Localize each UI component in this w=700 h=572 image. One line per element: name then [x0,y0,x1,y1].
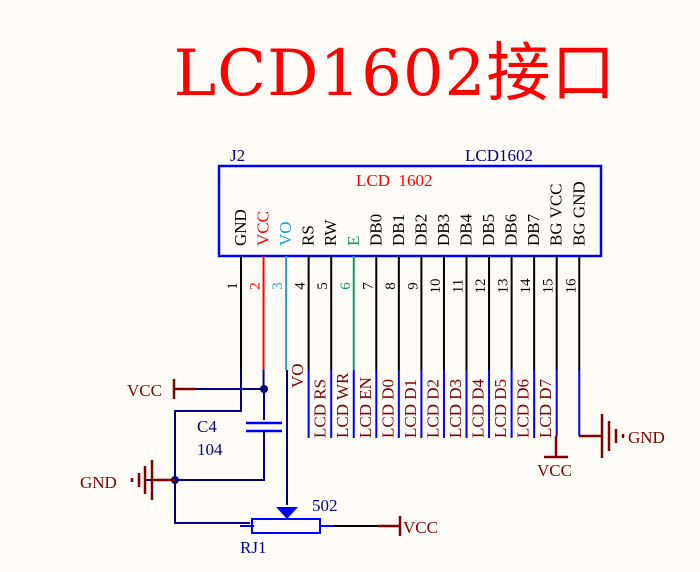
potentiometer-designator: RJ1 [240,538,266,557]
net-label: LCD D1 [401,379,420,438]
pin-number: 16 [563,278,579,294]
vcc-label-pot: VCC [403,518,438,537]
junction-dot [260,385,268,393]
pin-name: RW [321,219,340,246]
capacitor-c4 [246,421,282,444]
pin-number: 11 [451,279,467,293]
net-label: LCD D6 [514,379,533,438]
connector-designator: J2 [230,146,245,165]
pin-name: DB2 [411,214,430,246]
net-label: LCD D4 [469,378,488,438]
pin-name: GND [231,209,250,246]
pin-name: VCC [254,211,273,246]
schematic-title: LCD1602接口 [173,37,617,111]
potentiometer-rj1 [240,507,378,534]
connector-body [217,164,603,258]
pin-name: RS [299,225,318,246]
net-label: LCD D2 [423,379,442,438]
pin-name: BG VCC [547,183,566,246]
capacitor-designator: C4 [197,417,217,436]
pin-name: DB7 [524,213,543,246]
net-label: VO [288,363,307,388]
pin-number: 10 [428,279,444,294]
pin-number: 15 [541,279,557,294]
pin-number: 1 [225,282,241,290]
pin-number: 12 [473,279,489,294]
gnd-symbol-left-icon [130,460,175,500]
vcc-power-port-pot [378,516,402,536]
gnd-label-left: GND [80,473,117,492]
pin-name: DB4 [457,213,476,246]
vcc-label-left: VCC [127,381,162,400]
net-label: LCD WR [333,372,352,438]
pin-number: 3 [270,282,286,290]
pin-name: E [344,236,363,246]
pin-name: BG GND [569,181,588,246]
pin-name: VO [276,221,295,246]
gnd-symbol-right-icon [579,414,625,458]
pin-name: DB0 [366,214,385,246]
pin-number: 6 [338,282,354,290]
pin-number: 7 [360,282,376,290]
pin-name: DB6 [502,214,521,246]
wiper-arrow-icon [276,507,298,519]
pin-number: 13 [496,279,512,294]
vcc-label-bottom: VCC [537,461,572,480]
net-label: LCD D5 [491,379,510,438]
net-label: LCD EN [356,377,375,438]
pin-number: 9 [405,282,421,290]
pin-name: DB3 [434,214,453,246]
pin-number: 5 [315,282,331,290]
net-label: LCD D0 [378,379,397,438]
connector-part-name: LCD1602 [465,146,533,165]
vcc-power-port-left [172,379,196,399]
vcc-power-port-bottom [544,436,568,459]
pin-number: 4 [293,282,309,290]
pin-name: DB1 [389,214,408,246]
capacitor-value: 104 [197,440,223,459]
net-label: LCD D3 [446,379,465,438]
gnd-label-right: GND [628,428,665,447]
potentiometer-value: 502 [312,496,338,515]
connector-inner-label: LCD 1602 [356,171,433,190]
pin-number: 14 [518,278,534,294]
net-label: LCD RS [311,379,330,438]
pin-name: DB5 [479,214,498,246]
pin-number: 2 [248,282,264,290]
pin-number: 8 [383,282,399,290]
net-label: LCD D7 [536,378,555,438]
